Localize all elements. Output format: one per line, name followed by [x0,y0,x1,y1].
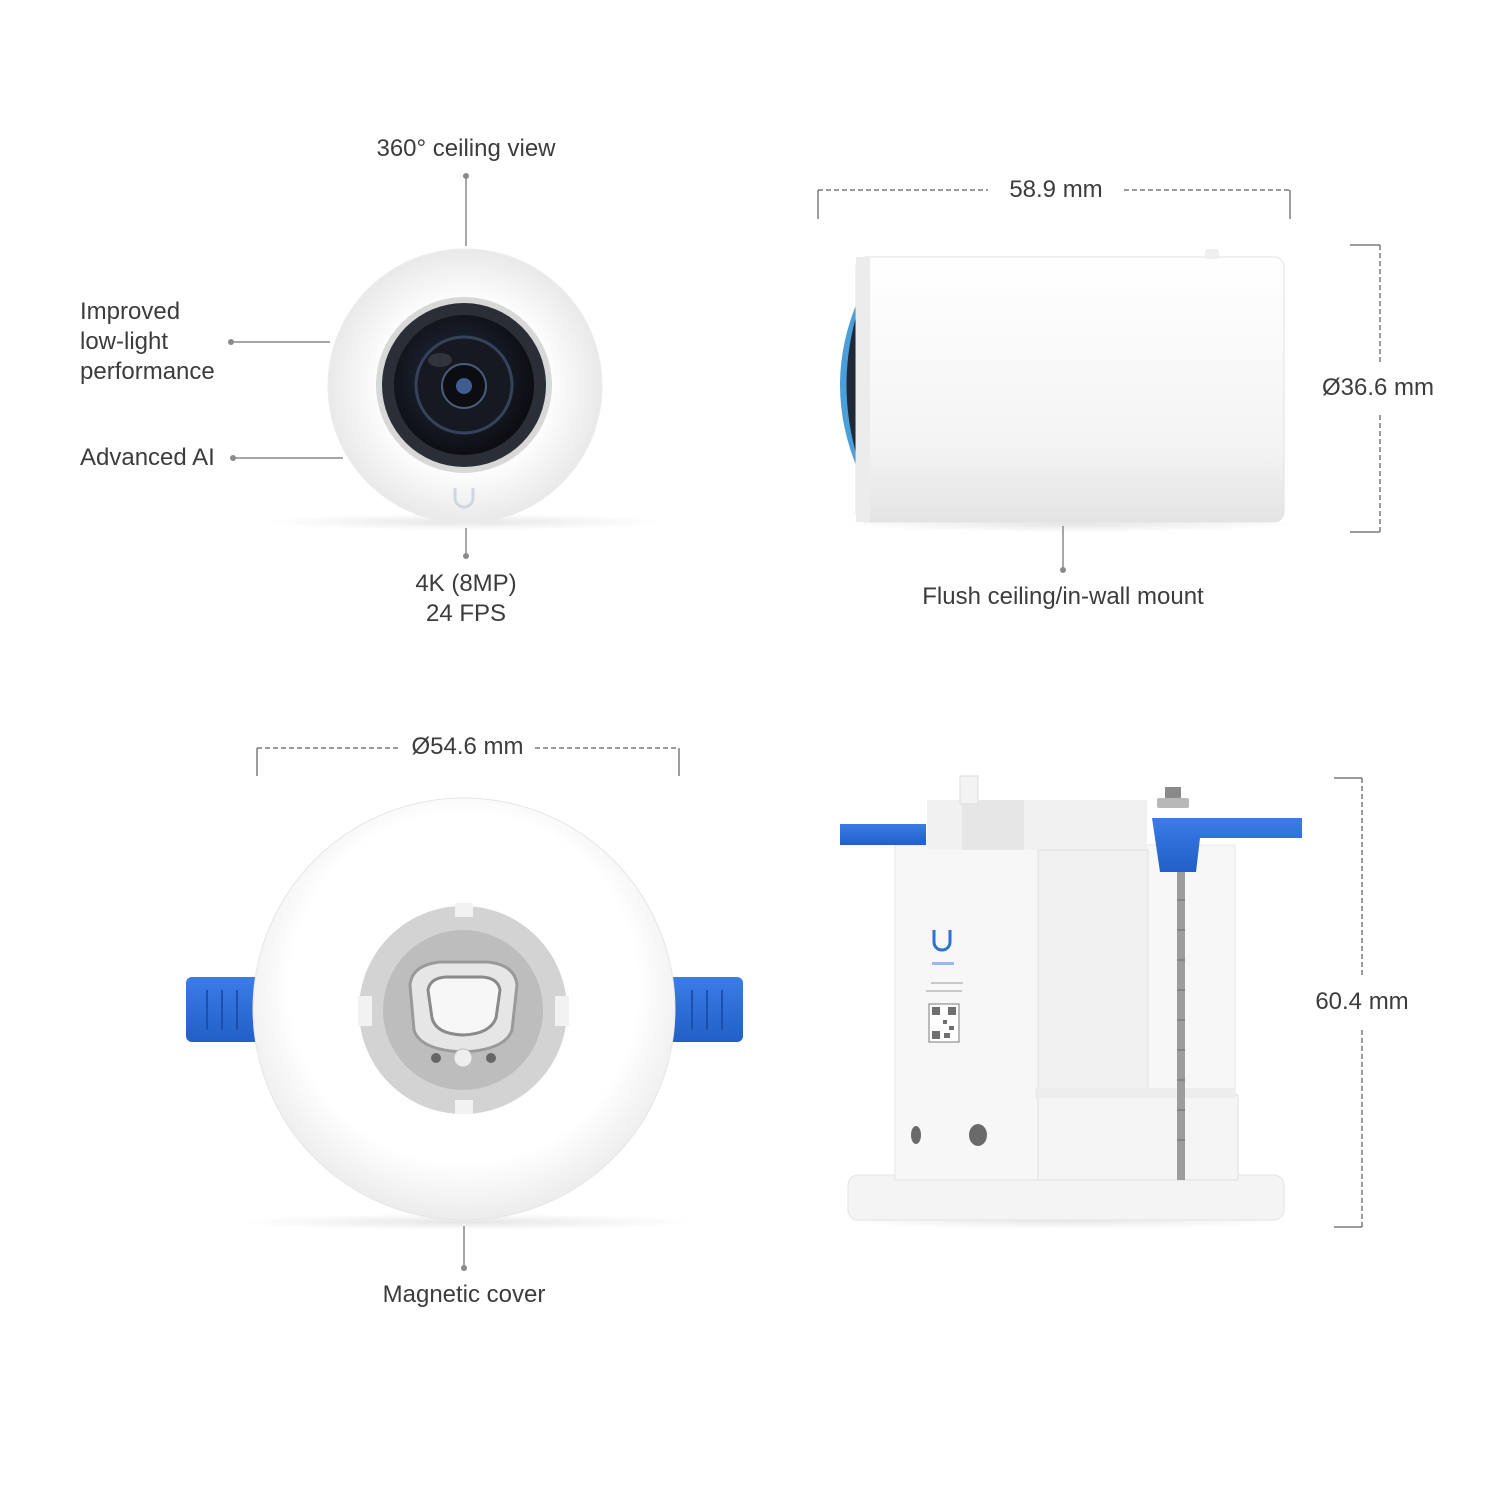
mount-side-view [835,775,1363,1229]
dimension-mount-height: 60.4 mm [1315,988,1409,1015]
label-resolution: 4K (8MP) [415,570,517,597]
ubiquiti-logo-icon [932,930,952,952]
ubiquiti-logo-icon [453,488,475,509]
label-low-light-performance: Improved low-light performance [80,298,215,385]
label-frame-rate: 24 FPS [425,600,507,627]
camera-side-view [817,189,1381,573]
dimension-length: 58.9 mm [1009,176,1103,203]
label-advanced-ai: Advanced AI [80,444,215,471]
qr-code-icon [928,1003,960,1043]
label-flush-mount: Flush ceiling/in-wall mount [922,583,1204,610]
dimension-mount-diameter: Ø54.6 mm [411,733,524,760]
dimension-camera-diameter: Ø36.6 mm [1321,374,1435,401]
mount-top-view [186,747,743,1271]
camera-front-view [228,173,665,559]
label-magnetic-cover: Magnetic cover [382,1281,546,1308]
label-360-ceiling-view: 360° ceiling view [376,135,556,162]
